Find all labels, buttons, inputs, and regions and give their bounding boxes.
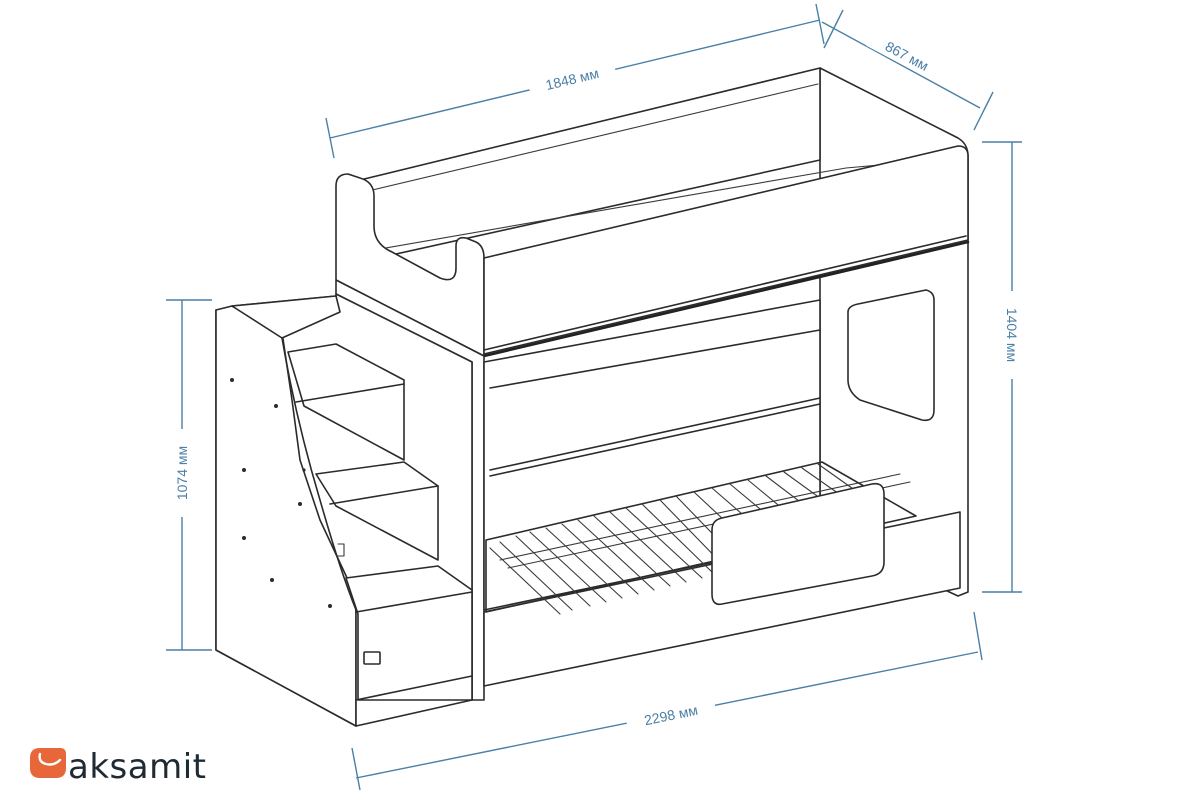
- lower-guard-board: [711, 482, 885, 606]
- brand-mark-icon: [30, 748, 66, 778]
- staircase: [215, 293, 473, 727]
- brand-logo: aksamit: [30, 747, 206, 787]
- dim-height-total: 1404 мм: [1004, 308, 1020, 362]
- dim-height-stairs: 1074 мм: [174, 446, 190, 500]
- brand-name: aksamit: [68, 747, 206, 787]
